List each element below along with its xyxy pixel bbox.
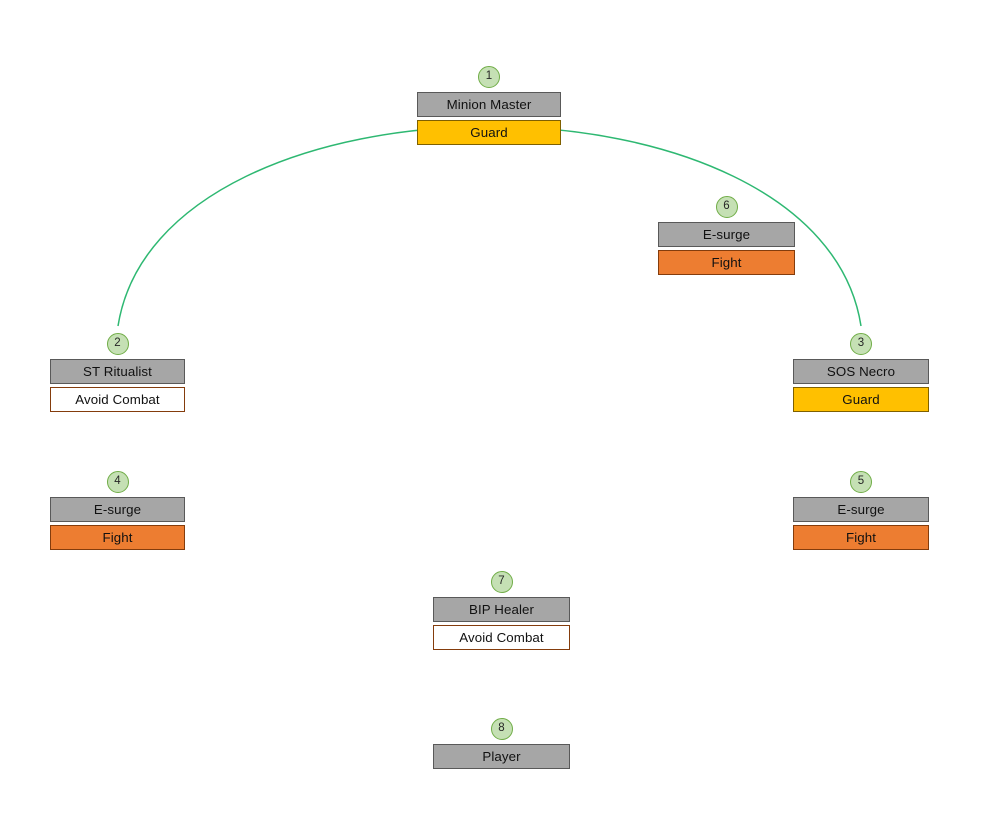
node-name-box[interactable]: E-surge <box>658 222 795 247</box>
node-name-box[interactable]: Player <box>433 744 570 769</box>
node-badge-2: 2 <box>106 333 129 355</box>
node-badge-6: 6 <box>715 196 738 218</box>
node-name-box[interactable]: E-surge <box>793 497 929 522</box>
node-name-box[interactable]: E-surge <box>50 497 185 522</box>
node-badge-1: 1 <box>478 66 500 88</box>
node-badge-7: 7 <box>490 571 513 593</box>
node-badge-8: 8 <box>490 718 513 740</box>
node-name-box[interactable]: BIP Healer <box>433 597 570 622</box>
node-status-box[interactable]: Avoid Combat <box>50 387 185 412</box>
node-status-box[interactable]: Avoid Combat <box>433 625 570 650</box>
node-status-box[interactable]: Fight <box>793 525 929 550</box>
node-status-box[interactable]: Fight <box>50 525 185 550</box>
node-status-box[interactable]: Guard <box>793 387 929 412</box>
node-name-box[interactable]: ST Ritualist <box>50 359 185 384</box>
node-badge-3: 3 <box>850 333 872 355</box>
node-name-box[interactable]: SOS Necro <box>793 359 929 384</box>
node-status-box[interactable]: Fight <box>658 250 795 275</box>
node-status-box[interactable]: Guard <box>417 120 561 145</box>
node-badge-4: 4 <box>106 471 129 493</box>
node-badge-5: 5 <box>850 471 872 493</box>
node-name-box[interactable]: Minion Master <box>417 92 561 117</box>
